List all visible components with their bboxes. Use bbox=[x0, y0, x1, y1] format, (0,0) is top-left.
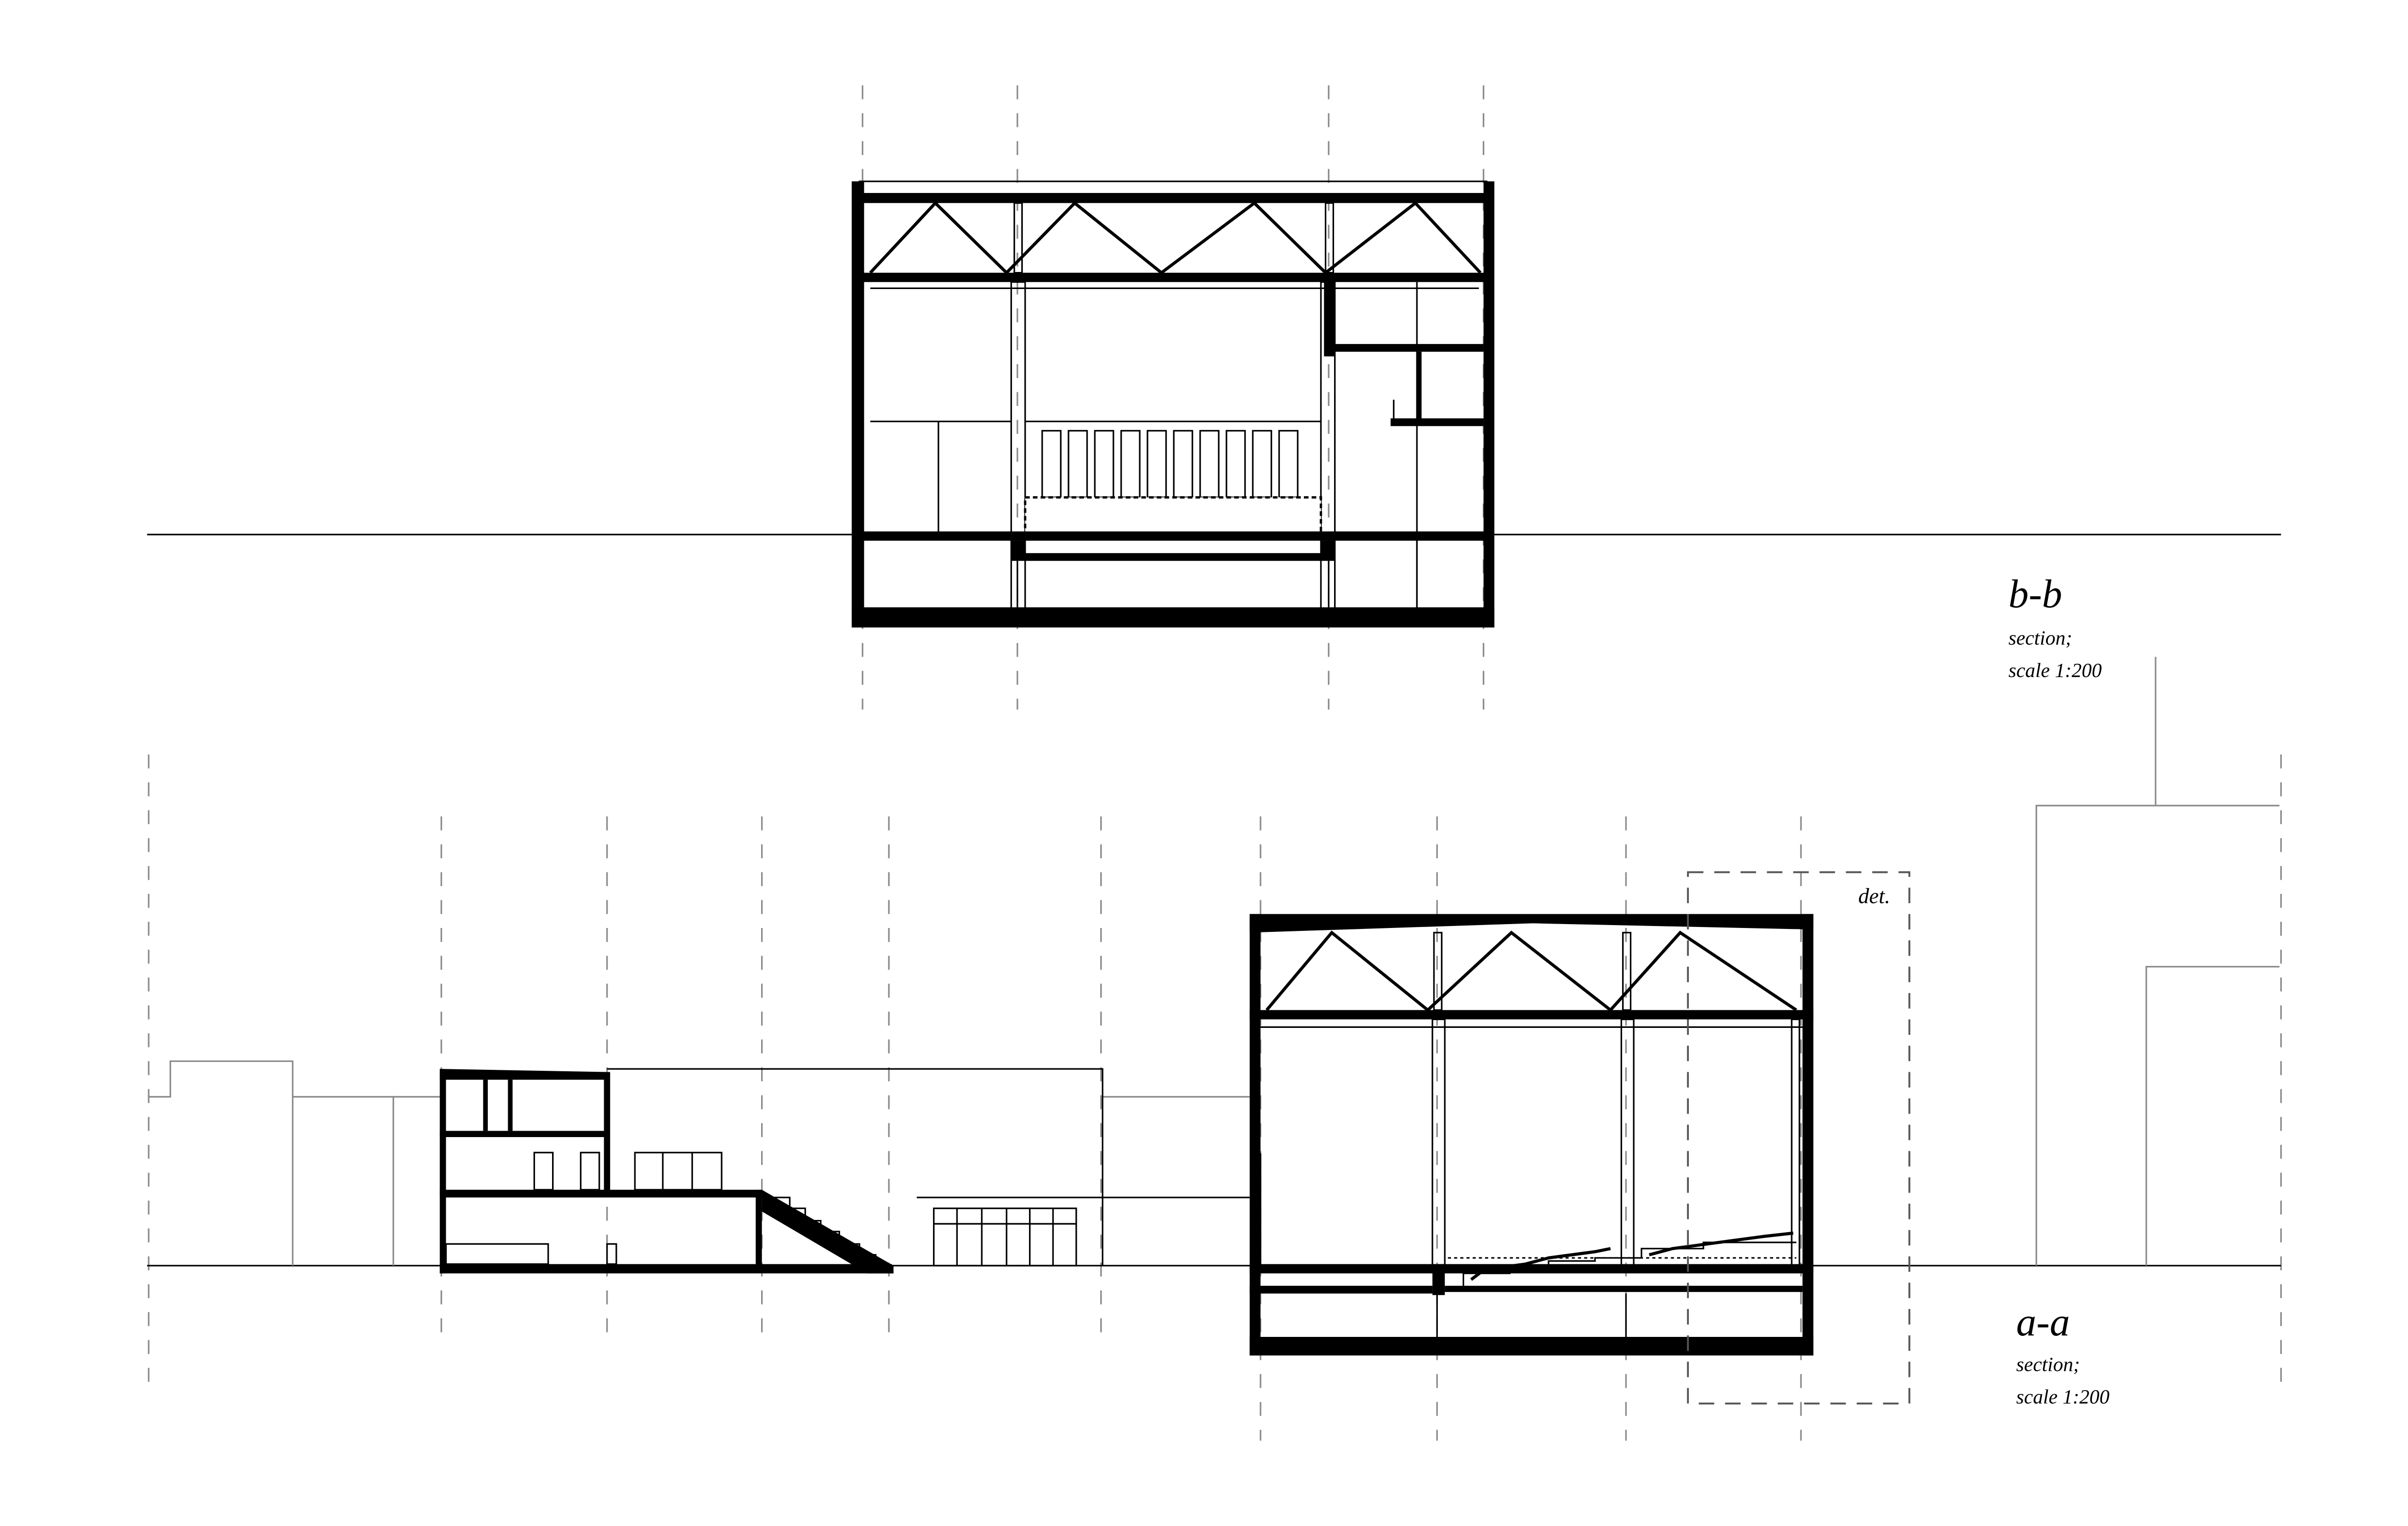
section-b-b-drawing bbox=[147, 85, 2281, 710]
section-b-b-subtitle: section; bbox=[2008, 626, 2072, 649]
detail-label: det. bbox=[1858, 884, 1890, 908]
section-a-a-drawing bbox=[147, 657, 2282, 1441]
seating-rows bbox=[1024, 496, 1322, 536]
section-b-b-scale: scale 1:200 bbox=[2008, 659, 2102, 681]
section-a-a-subtitle: section; bbox=[2016, 1353, 2080, 1375]
context-buildings bbox=[149, 657, 2280, 1266]
section-b-b-title: b-b bbox=[2008, 571, 2062, 616]
existing-building bbox=[440, 1068, 1250, 1274]
new-hall bbox=[1249, 914, 1814, 1356]
section-a-a-scale: scale 1:200 bbox=[2016, 1386, 2110, 1408]
detail-callout-box bbox=[1687, 871, 1911, 1405]
section-a-a-title: a-a bbox=[2016, 1299, 2070, 1344]
